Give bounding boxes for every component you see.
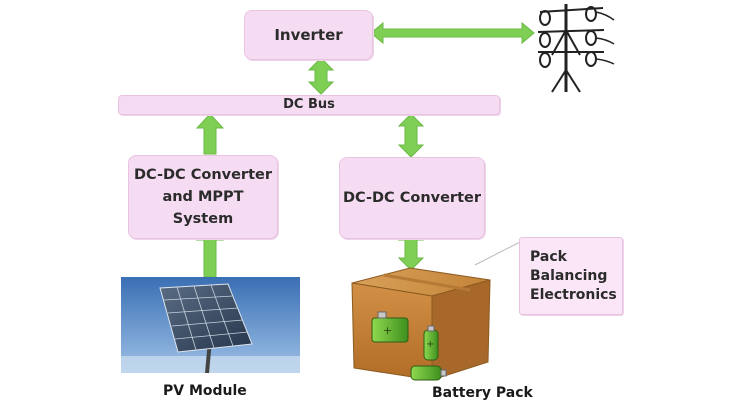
solar-panel-icon [121, 277, 300, 374]
svg-text:+: + [426, 339, 434, 350]
battery-box-icon: + + [351, 241, 521, 381]
inverter-bus-arrow [307, 57, 335, 95]
pack-balancing-block: Pack Balancing Electronics [519, 237, 623, 315]
pack-balancing-line-3: Electronics [530, 286, 617, 303]
dcdc-mppt-line-2: and MPPT [162, 189, 244, 205]
dcdc-bus-arrow [397, 113, 425, 158]
mppt-bus-arrow [195, 113, 225, 155]
pack-balancing-line-2: Balancing [530, 267, 608, 284]
dc-bus-label: DC Bus [283, 97, 335, 112]
dcdc-converter-label: DC-DC Converter [342, 190, 482, 206]
pack-balancing-line-1: Pack [530, 248, 567, 265]
dcdc-mppt-line-3: System [172, 211, 234, 227]
dcdc-converter-block: DC-DC Converter [339, 157, 485, 239]
dcdc-mppt-line-1: DC-DC Converter [133, 167, 273, 183]
svg-text:+: + [383, 324, 392, 337]
inverter-block: Inverter [244, 10, 373, 60]
battery-pack-caption: Battery Pack [432, 385, 533, 401]
inverter-label: Inverter [274, 26, 343, 44]
dcdc-mppt-block: DC-DC Converter and MPPT System [128, 155, 278, 239]
power-pylon-icon [537, 4, 615, 93]
pv-module-caption: PV Module [163, 383, 247, 399]
dc-bus-block: DC Bus [118, 95, 500, 115]
inverter-grid-arrow [370, 21, 535, 45]
